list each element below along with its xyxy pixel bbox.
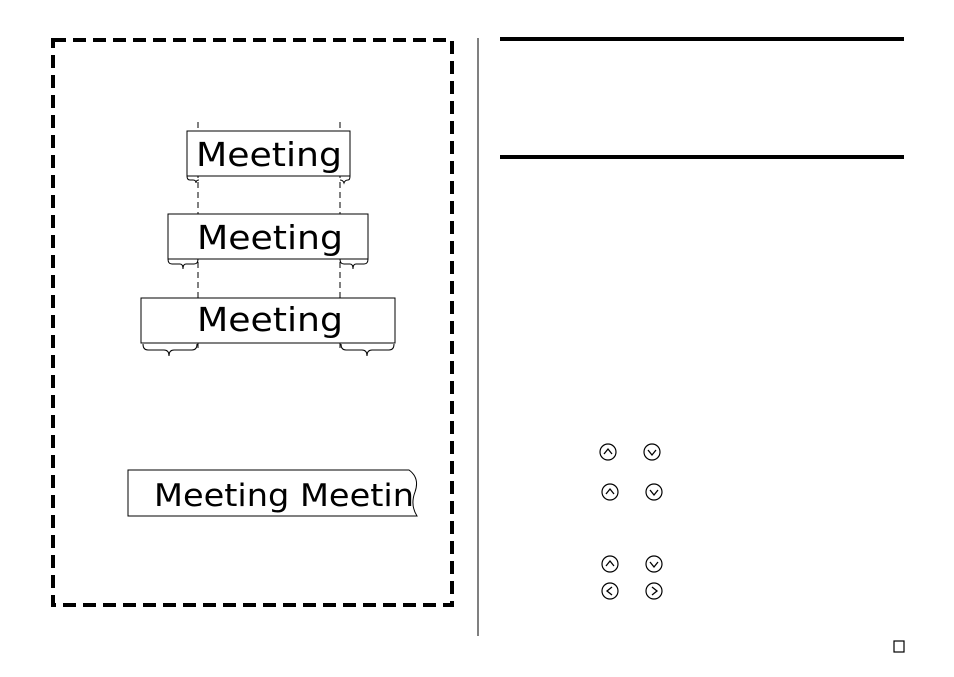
- narrow-left-brace: [186, 175, 200, 184]
- arrow-keys-row-3: [601, 555, 663, 573]
- down-arrow-key-icon: [645, 483, 663, 501]
- dashed-illustration-frame: [51, 38, 454, 607]
- down-arrow-key-icon: [645, 555, 663, 573]
- medium-left-brace: [167, 258, 199, 270]
- up-arrow-key-icon: [601, 555, 619, 573]
- repeat-print-tape: Meeting Meetin: [127, 469, 418, 517]
- arrow-keys-row-4: [601, 582, 663, 600]
- down-arrow-key-icon: [643, 443, 661, 461]
- label-narrow-margin: Meeting: [186, 130, 351, 185]
- tape-outline: [127, 469, 418, 517]
- section-rule-middle: [500, 155, 904, 159]
- tape-text: Meeting Meetin: [154, 478, 414, 514]
- label-narrow-text: Meeting: [196, 135, 342, 174]
- page-number-box: [893, 640, 905, 653]
- left-arrow-key-icon: [601, 582, 619, 600]
- label-medium-margin: Meeting: [167, 213, 369, 270]
- label-wide-text: Meeting: [197, 300, 343, 339]
- wide-right-brace: [340, 343, 395, 357]
- up-arrow-key-icon: [601, 483, 619, 501]
- arrow-keys-row-1: [599, 443, 661, 461]
- narrow-right-brace: [339, 175, 351, 185]
- label-wide-margin: Meeting: [140, 297, 396, 357]
- up-arrow-key-icon: [599, 443, 617, 461]
- label-medium-text: Meeting: [197, 218, 343, 257]
- right-arrow-key-icon: [645, 582, 663, 600]
- wide-left-brace: [142, 343, 198, 357]
- arrow-keys-row-2: [601, 483, 663, 501]
- medium-right-brace: [339, 258, 369, 270]
- section-rule-top: [500, 37, 904, 41]
